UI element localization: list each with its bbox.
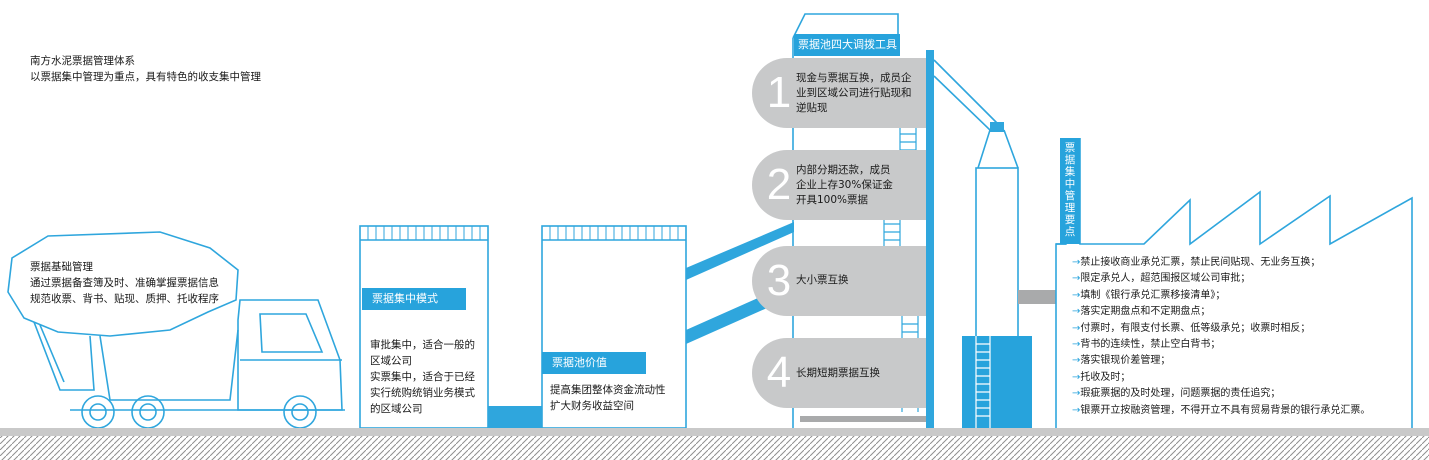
list-item: →背书的连续性，禁止空白背书； [1072, 337, 1370, 353]
tool-line: 逆贴现 [796, 102, 828, 114]
tool-number: 2 [766, 160, 792, 209]
tool-line: 开具100%票据 [796, 194, 869, 206]
list-item: →禁止接收商业承兑汇票，禁止民间贴现、无业务互换； [1072, 255, 1370, 271]
concentration-line: 的区域公司 [370, 403, 423, 415]
arrow-icon: → [1072, 371, 1081, 383]
tool-number: 1 [766, 68, 792, 117]
list-item-text: 瑕疵票据的及时处理，问题票据的责任追究； [1080, 388, 1281, 400]
list-item-text: 付票时，有限支付长票、低等级承兑；收票时相反； [1080, 322, 1311, 334]
list-item: →银票开立按融资管理，不得开立不具有贸易背景的银行承兑汇票。 [1072, 403, 1370, 419]
list-item-text: 填制《银行承兑汇票移接清单》； [1080, 289, 1226, 301]
tool-line: 现金与票据互换，成员企 [796, 72, 912, 84]
pool-value-line: 扩大财务收益空间 [550, 400, 634, 412]
concentration-mode-label: 票据集中模式 [362, 288, 466, 310]
tool-item-2: 2 内部分期还款，成员 企业上存30%保证金 开具100%票据 [752, 150, 926, 220]
key-points-label: 票据集中管理要点 [1064, 142, 1076, 238]
list-item-text: 背书的连续性，禁止空白背书； [1080, 339, 1221, 351]
tool-text: 现金与票据互换，成员企 业到区域公司进行贴现和 逆贴现 [796, 71, 912, 116]
arrow-icon: → [1072, 273, 1081, 285]
key-points-list: →禁止接收商业承兑汇票，禁止民间贴现、无业务互换； →限定承兑人，超范围报区域公… [1072, 255, 1370, 419]
list-item-text: 落实定期盘点和不定期盘点； [1080, 306, 1211, 318]
concentration-mode-text: 审批集中，适合一般的 区域公司 实票集中，适合于已经 实行统购统销业务模式 的区… [370, 337, 475, 417]
tool-number: 3 [766, 256, 792, 305]
arrow-icon: → [1072, 404, 1081, 416]
basic-management-line: 通过票据备查簿及时、准确掌握票据信息 [30, 277, 219, 289]
basic-management-block: 票据基础管理 通过票据备查簿及时、准确掌握票据信息 规范收票、背书、贴现、质押、… [30, 259, 219, 307]
list-item: →托收及时； [1072, 370, 1370, 386]
concentration-line: 审批集中，适合一般的 [370, 339, 475, 351]
tool-text: 内部分期还款，成员 企业上存30%保证金 开具100%票据 [796, 163, 893, 208]
arrow-icon: → [1072, 289, 1081, 301]
basic-management-line: 规范收票、背书、贴现、质押、托收程序 [30, 293, 219, 305]
pool-value-text: 提高集团整体资金流动性 扩大财务收益空间 [550, 382, 666, 414]
tool-text: 长期短期票据互换 [796, 366, 880, 381]
list-item-text: 禁止接收商业承兑汇票，禁止民间贴现、无业务互换； [1080, 257, 1321, 268]
tools-label: 票据池四大调拨工具 [794, 34, 900, 56]
tool-line: 业到区域公司进行贴现和 [796, 87, 912, 99]
list-item-text: 限定承兑人，超范围报区域公司审批； [1080, 273, 1251, 285]
tool-item-1: 1 现金与票据互换，成员企 业到区域公司进行贴现和 逆贴现 [752, 58, 926, 128]
arrow-icon: → [1072, 355, 1081, 367]
list-item-text: 托收及时； [1080, 371, 1131, 383]
list-item: →填制《银行承兑汇票移接清单》； [1072, 288, 1370, 304]
concentration-line: 区域公司 [370, 355, 412, 367]
arrow-icon: → [1072, 306, 1081, 318]
header-block: 南方水泥票据管理体系 以票据集中管理为重点，具有特色的收支集中管理 [30, 53, 261, 85]
tool-line: 企业上存30%保证金 [796, 179, 893, 191]
tool-text: 大小票互换 [796, 273, 849, 288]
arrow-icon: → [1072, 339, 1081, 351]
list-item: →付票时，有限支付长票、低等级承兑；收票时相反； [1072, 321, 1370, 337]
page-subtitle: 以票据集中管理为重点，具有特色的收支集中管理 [30, 71, 261, 83]
arrow-icon: → [1072, 322, 1081, 334]
arrow-icon: → [1072, 388, 1081, 400]
concentration-line: 实票集中，适合于已经 [370, 371, 475, 383]
tool-number: 4 [766, 348, 792, 397]
list-item-text: 落实银现价差管理； [1080, 355, 1171, 367]
tool-item-4: 4 长期短期票据互换 [752, 338, 926, 408]
list-item: →落实银现价差管理； [1072, 353, 1370, 369]
pool-value-label: 票据池价值 [542, 352, 646, 374]
list-item: →限定承兑人，超范围报区域公司审批； [1072, 271, 1370, 287]
basic-management-title: 票据基础管理 [30, 261, 93, 273]
tool-item-3: 3 大小票互换 [752, 246, 926, 316]
tool-line: 大小票互换 [796, 274, 849, 286]
list-item: →瑕疵票据的及时处理，问题票据的责任追究； [1072, 386, 1370, 402]
tool-line: 内部分期还款，成员 [796, 164, 891, 176]
truck-illustration [7, 231, 345, 429]
page-title: 南方水泥票据管理体系 [30, 55, 135, 67]
concentration-line: 实行统购统销业务模式 [370, 387, 475, 399]
tool-line: 长期短期票据互换 [796, 367, 880, 379]
list-item-text: 银票开立按融资管理，不得开立不具有贸易背景的银行承兑汇票。 [1080, 404, 1371, 416]
pool-value-line: 提高集团整体资金流动性 [550, 384, 666, 396]
list-item: →落实定期盘点和不定期盘点； [1072, 304, 1370, 320]
arrow-icon: → [1072, 257, 1081, 268]
